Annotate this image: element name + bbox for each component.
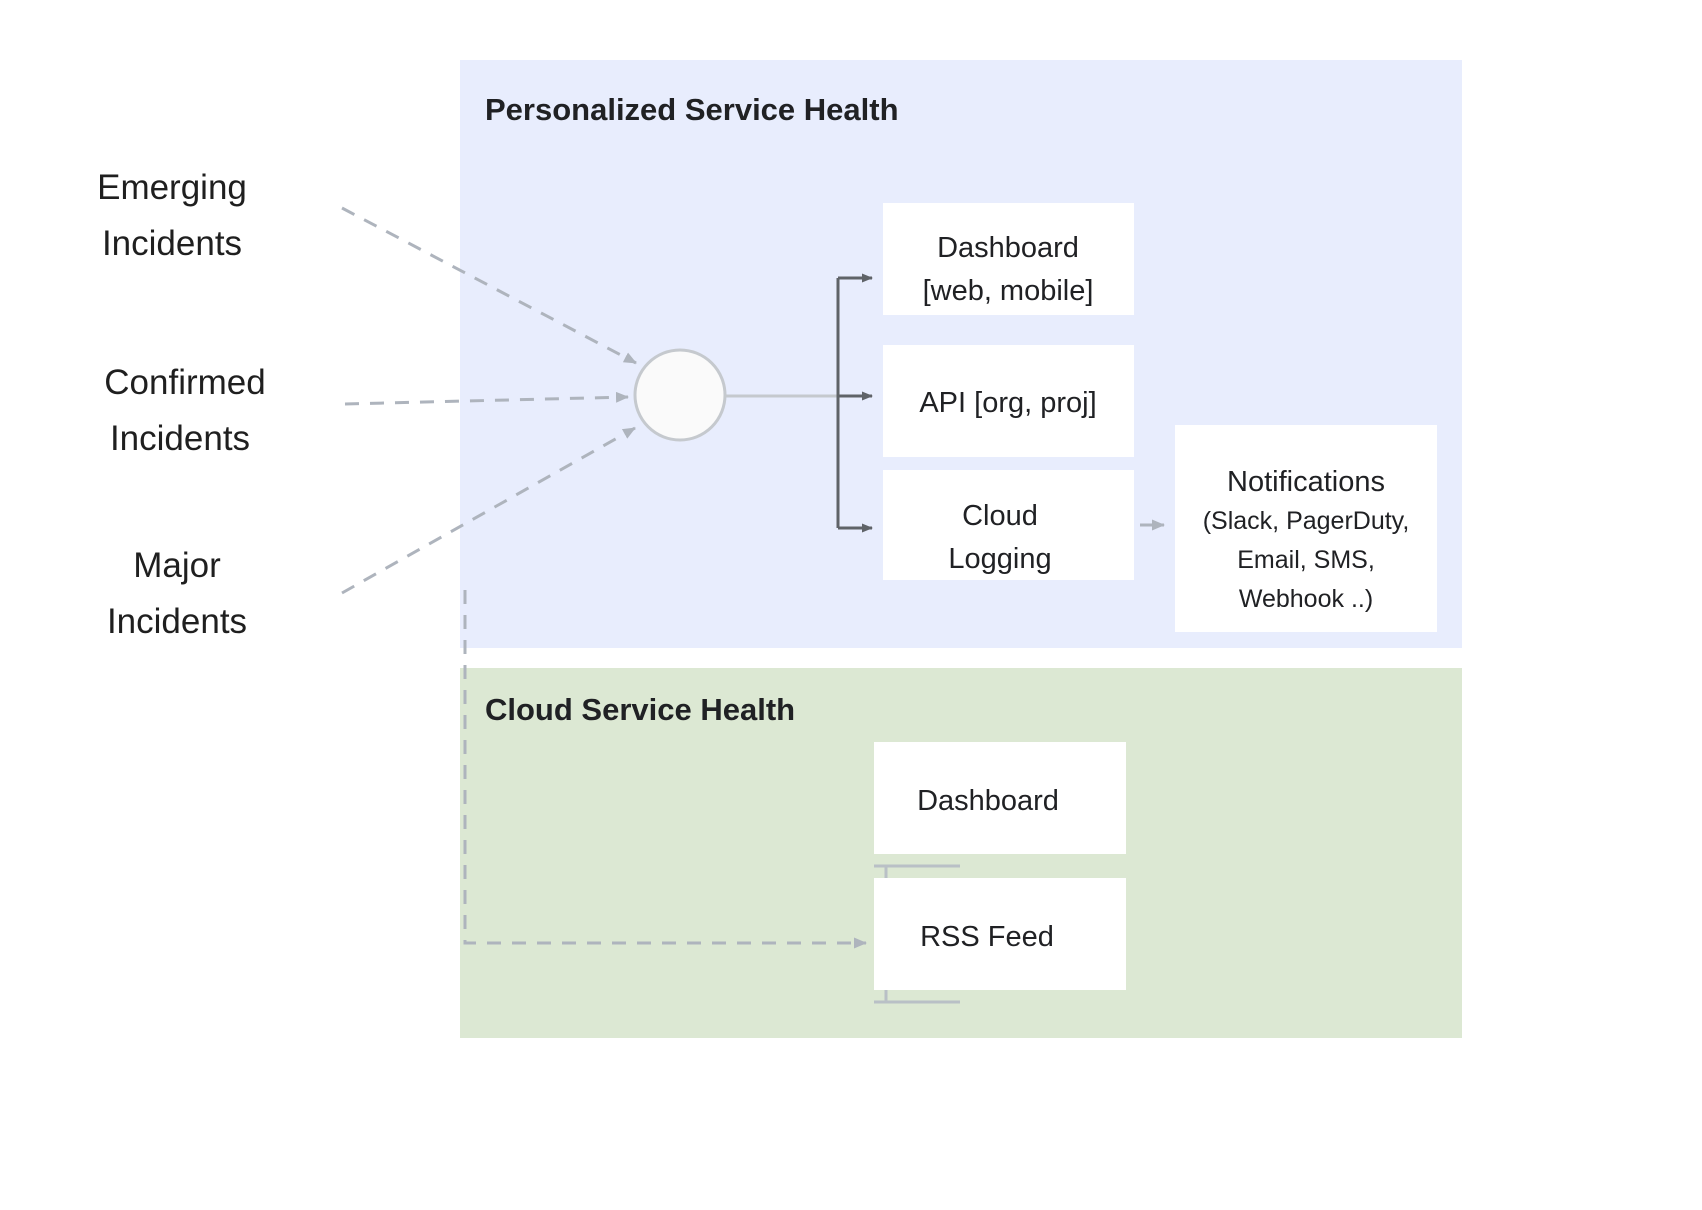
source-label-confirmed-line2: Incidents [110, 419, 250, 458]
node-notifications-line2: Email, SMS, [1237, 546, 1375, 574]
node-notifications[interactable]: Notifications (Slack, PagerDuty, Email, … [1175, 425, 1437, 632]
source-label-emerging-line1: Emerging [97, 168, 247, 207]
node-psh-api[interactable]: API [org, proj] [883, 345, 1134, 457]
node-psh-cloud-logging-box[interactable] [883, 470, 1134, 580]
node-csh-rss-feed[interactable]: RSS Feed [874, 878, 1126, 990]
node-notifications-title: Notifications [1227, 466, 1385, 498]
source-label-confirmed-incidents: Confirmed Incidents [104, 363, 265, 458]
panel-title-cloud-service: Cloud Service Health [485, 692, 795, 727]
node-csh-rss-feed-box[interactable] [874, 878, 1126, 990]
node-psh-cloud-logging-line1: Cloud [962, 500, 1038, 532]
connector-emerging-to-hub [341, 206, 637, 365]
node-psh-dashboard-line1: Dashboard [937, 232, 1079, 264]
node-notifications-line1: (Slack, PagerDuty, [1203, 507, 1410, 535]
source-label-emerging-line2: Incidents [102, 224, 242, 263]
source-label-confirmed-line1: Confirmed [104, 363, 265, 402]
source-label-major-line2: Incidents [107, 602, 247, 641]
node-psh-api-box[interactable] [883, 345, 1134, 457]
node-csh-dashboard[interactable]: Dashboard [874, 742, 1126, 854]
node-notifications-line3: Webhook ..) [1239, 585, 1373, 613]
node-psh-dashboard[interactable]: Dashboard [web, mobile] [883, 203, 1134, 315]
connector-major-to-hub [341, 426, 636, 595]
connector-major-to-cloud-service-health [463, 590, 867, 949]
node-psh-dashboard-box[interactable] [883, 203, 1134, 315]
source-label-emerging-incidents: Emerging Incidents [97, 168, 247, 263]
node-csh-rss-feed-label: RSS Feed [920, 921, 1054, 953]
node-psh-dashboard-line2: [web, mobile] [923, 275, 1094, 307]
panel-title-personalized: Personalized Service Health [485, 92, 899, 127]
node-psh-api-line1: API [org, proj] [919, 387, 1096, 419]
node-notifications-box[interactable] [1175, 425, 1437, 632]
node-csh-dashboard-label: Dashboard [917, 785, 1059, 817]
connector-confirmed-to-hub [344, 391, 629, 406]
node-psh-cloud-logging[interactable]: Cloud Logging [883, 470, 1134, 580]
node-psh-cloud-logging-line2: Logging [948, 543, 1051, 575]
source-label-major-incidents: Major Incidents [107, 546, 247, 641]
source-label-major-line1: Major [133, 546, 221, 585]
aggregation-node-circle [633, 348, 727, 442]
node-csh-dashboard-box[interactable] [874, 742, 1126, 854]
